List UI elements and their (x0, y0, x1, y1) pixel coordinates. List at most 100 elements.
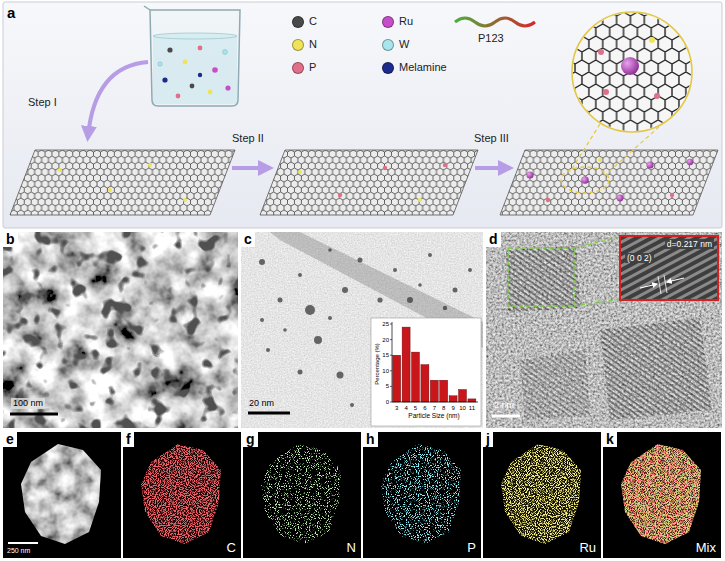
histogram-bar-part (430, 380, 438, 402)
tick-label: 5 (410, 404, 422, 412)
tick-label: 7 (428, 404, 440, 412)
legend-label: Melamine (399, 61, 447, 74)
graphene-sheet-part (298, 170, 302, 174)
histogram-bar-part (393, 355, 401, 402)
element-label: C (227, 541, 236, 555)
hrtem-image-part (520, 350, 590, 420)
tick-label: 20 (370, 336, 389, 344)
panel-h: hP (363, 432, 481, 558)
panel-letter: a (7, 5, 15, 21)
step-arrow (475, 166, 508, 170)
graphene-sheet-part (10, 150, 235, 215)
eds-overlay-part (621, 444, 701, 544)
eds-map-part (381, 444, 461, 544)
tick-label: 10 (457, 404, 469, 412)
graphene-sheet (10, 150, 235, 215)
nanoparticles-part (305, 305, 315, 315)
histogram-bar-part (449, 396, 457, 402)
zoom-view-part (570, 124, 600, 172)
legend-swatch (292, 62, 304, 74)
step-label: Step III (474, 132, 509, 145)
nanoparticles-part (328, 316, 332, 320)
beaker-part (198, 73, 202, 77)
tick-label: 10 (370, 367, 389, 375)
d-spacing: d=0.217 nm (665, 239, 714, 249)
nanoparticles-part (260, 318, 264, 322)
panel-letter: k (603, 432, 617, 447)
plane-index: (0 0 2) (625, 253, 654, 263)
step-label: Step I (28, 96, 57, 109)
tick-label: 6 (419, 404, 431, 412)
synthesis-scheme (3, 2, 722, 228)
hrtem-image-part (620, 236, 718, 300)
element-label: P (467, 541, 476, 555)
beaker (144, 6, 240, 106)
zoom-view-part (621, 57, 639, 75)
legend-label: N (309, 38, 317, 51)
haadf-image-part (21, 444, 101, 544)
legend-swatch (382, 16, 394, 28)
legend-label: W (399, 38, 409, 51)
sem-image-part (3, 232, 238, 428)
nanoparticles-part (298, 273, 302, 277)
nanoparticles-part (468, 268, 472, 272)
tem-image (241, 232, 483, 428)
eds-map-part (501, 444, 581, 544)
eds-map-part (483, 432, 601, 558)
element-label: Ru (579, 541, 596, 555)
step-arrow (232, 166, 268, 170)
beaker-part (212, 67, 218, 73)
nanoparticles-part (278, 298, 283, 303)
legend-label: P123 (478, 32, 504, 45)
panel-letter: g (243, 432, 258, 447)
histogram-inset-part (392, 322, 478, 402)
spacing-arrow (667, 278, 684, 282)
hrtem-image (486, 232, 722, 428)
eds-map-part (243, 432, 361, 558)
sem-image-part (3, 232, 238, 428)
nanoparticles-part (266, 348, 270, 352)
graphene-sheet-part (338, 193, 342, 197)
beaker-part (183, 60, 188, 65)
tem-image-part (241, 232, 483, 428)
histogram-bar-part (421, 365, 429, 402)
eds-map-part (261, 444, 341, 544)
panel-a: a (3, 2, 722, 228)
panel-g: gN (243, 432, 361, 558)
eds-overlay-part (603, 432, 721, 558)
zoom-view-part (649, 37, 655, 43)
graphene-sheet-part (617, 195, 624, 202)
panel-letter: h (363, 432, 378, 447)
panel-frame (3, 2, 722, 228)
zoom-view-part-part (570, 10, 695, 135)
tick-label: 25 (370, 320, 389, 328)
haadf-image-part (3, 432, 121, 558)
graphene-sheet (500, 150, 718, 215)
graphene-sheet-part (183, 198, 187, 202)
scale-bar (8, 542, 38, 544)
graphene-sheet-part (58, 168, 62, 172)
nanoparticles-part (342, 287, 348, 293)
graphene-sheet-part (383, 166, 387, 170)
panel-f: fC (123, 432, 241, 558)
zoom-view-part (598, 49, 604, 55)
graphene-sheet-part (108, 188, 112, 192)
tick-label: 3 (391, 404, 403, 412)
nanoparticles-part (453, 288, 458, 293)
graphene-sheet-part (443, 163, 447, 167)
eds-map (123, 432, 241, 558)
panel-d: d2 nmd=0.217 nm(0 0 2) (486, 232, 722, 428)
hrtem-image-part (600, 318, 712, 420)
scale-bar (10, 413, 58, 416)
beaker-part (225, 85, 230, 90)
hrtem-image-part (620, 236, 718, 300)
panel-e: e250 nm (3, 432, 121, 558)
eds-map-part (141, 444, 221, 544)
tick-label: 8 (438, 404, 450, 412)
beaker-part (190, 84, 195, 89)
scale-label: 250 nm (7, 546, 30, 555)
eds-map-part (363, 432, 481, 558)
graphene-sheet-part (260, 150, 478, 215)
graphene-sheet-part (526, 171, 533, 178)
